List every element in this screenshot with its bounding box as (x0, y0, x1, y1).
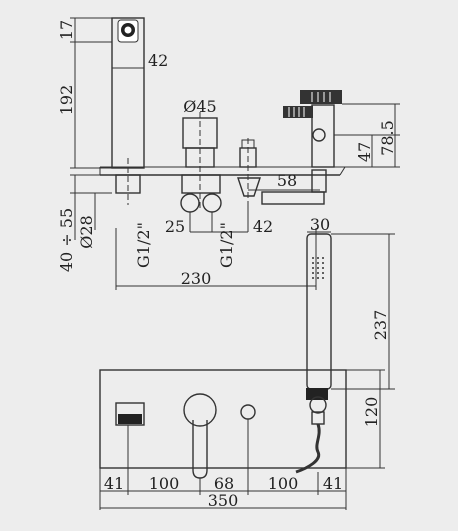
handshower-nozzles-icon (312, 257, 324, 279)
handshower-body (306, 233, 332, 390)
wall-plate-corner (339, 166, 346, 176)
spout-aerator-core (124, 26, 132, 34)
front-spout (115, 402, 145, 426)
pipe-horizontal (261, 191, 325, 205)
front-mixer-lever (192, 420, 208, 479)
front-plate (99, 369, 347, 469)
diverter-body (237, 177, 261, 197)
dim-pipe-diameter: Ø28 (77, 215, 96, 248)
dim-seg-5: 41 (323, 474, 343, 493)
handshower-holder (311, 104, 335, 168)
dim-seg-4: 100 (268, 474, 299, 493)
dim-diverter-offset: 58 (277, 171, 297, 190)
front-spout-aerator-icon (118, 414, 142, 424)
holder-head (300, 90, 342, 104)
spout-base (115, 174, 141, 194)
front-mixer-knob (183, 393, 217, 427)
front-holder (306, 388, 328, 400)
dim-connection-right: G1/2" (217, 222, 236, 268)
front-holder-ring (309, 396, 327, 414)
dim-inlet-spacing: 25 (165, 217, 185, 236)
dim-seg-2: 100 (149, 474, 180, 493)
dim-spout-top: 17 (57, 20, 76, 40)
front-hose-icon (295, 423, 321, 474)
dim-connection-left: G1/2" (134, 222, 153, 268)
inlet-left-circle (180, 193, 200, 213)
dim-spout-width: 42 (148, 51, 168, 70)
dim-holder-small: 47 (355, 142, 374, 162)
dim-overall-width: 350 (208, 491, 239, 510)
dim-wall-range: 40 ÷ 55 (57, 208, 76, 272)
dim-overall-depth: 230 (181, 269, 212, 288)
pipe-elbow (311, 169, 327, 193)
holder-button-icon (312, 128, 326, 142)
holder-arm (283, 106, 313, 118)
dim-valve-diameter: Ø45 (183, 97, 216, 116)
dim-spout-height: 192 (57, 85, 76, 116)
front-hose-connector (311, 411, 325, 425)
front-diverter-knob (240, 404, 256, 420)
dim-seg-1: 41 (104, 474, 124, 493)
dim-handshower-length: 237 (371, 310, 390, 341)
mixer-base (181, 174, 221, 194)
dim-handshower-width: 30 (310, 215, 330, 234)
inlet-right-circle (202, 193, 222, 213)
dim-inlet-offset: 42 (253, 217, 273, 236)
dim-holder-large: 78.5 (378, 120, 397, 156)
dim-seg-3: 68 (214, 474, 234, 493)
dim-plate-height: 120 (362, 397, 381, 428)
